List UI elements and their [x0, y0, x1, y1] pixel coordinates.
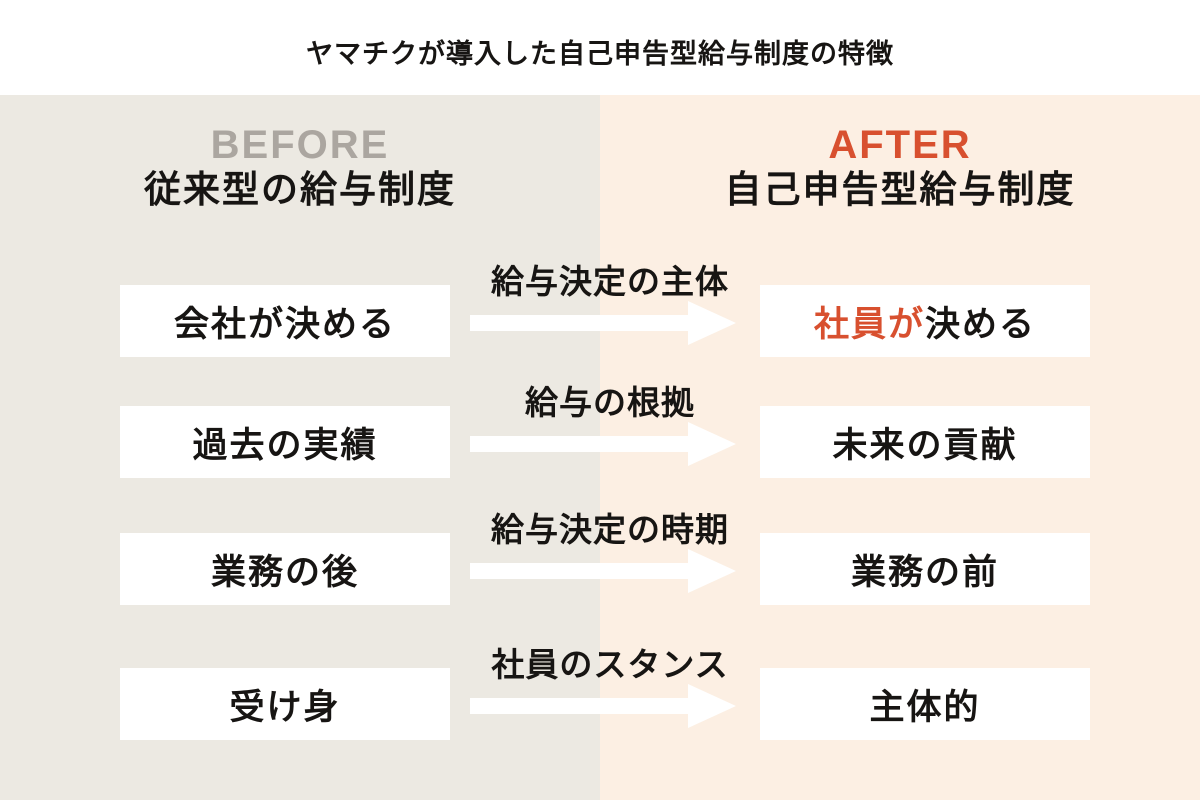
after-value-box: 主体的 [760, 668, 1090, 740]
after-value-box: 未来の貢献 [760, 406, 1090, 478]
arrow-label: 給与の根拠 [525, 384, 695, 421]
after-column-header: AFTER 自己申告型給与制度 [600, 122, 1200, 212]
right-arrow-icon [470, 682, 738, 730]
before-value: 業務の後 [210, 552, 359, 592]
before-value-box: 業務の後 [120, 533, 450, 605]
before-value-box: 会社が決める [120, 285, 450, 357]
after-value: 決める [925, 304, 1037, 344]
before-value: 過去の実績 [192, 425, 378, 465]
after-value: 主体的 [869, 687, 981, 727]
after-value: 未来の貢献 [832, 425, 1018, 465]
after-heading: 自己申告型給与制度 [724, 169, 1076, 210]
right-arrow-icon [470, 547, 738, 595]
before-column-header: BEFORE 従来型の給与制度 [0, 122, 600, 212]
after-value: 業務の前 [850, 552, 999, 592]
right-arrow-icon [470, 299, 738, 347]
after-value-box: 社員が決める [760, 285, 1090, 357]
before-value-box: 受け身 [120, 668, 450, 740]
before-value: 会社が決める [173, 304, 396, 344]
arrow-label: 社員のスタンス [491, 646, 729, 683]
after-value-box: 業務の前 [760, 533, 1090, 605]
arrow-label: 給与決定の時期 [491, 511, 729, 548]
after-value-highlight: 社員が [813, 304, 925, 344]
page-title: ヤマチクが導入した自己申告型給与制度の特徴 [306, 39, 894, 69]
after-tag: AFTER [828, 123, 972, 167]
before-tag: BEFORE [210, 123, 390, 167]
right-arrow-icon [470, 420, 738, 468]
before-heading: 従来型の給与制度 [144, 169, 456, 210]
arrow-label: 給与決定の主体 [491, 263, 729, 300]
before-value: 受け身 [229, 687, 341, 727]
before-value-box: 過去の実績 [120, 406, 450, 478]
